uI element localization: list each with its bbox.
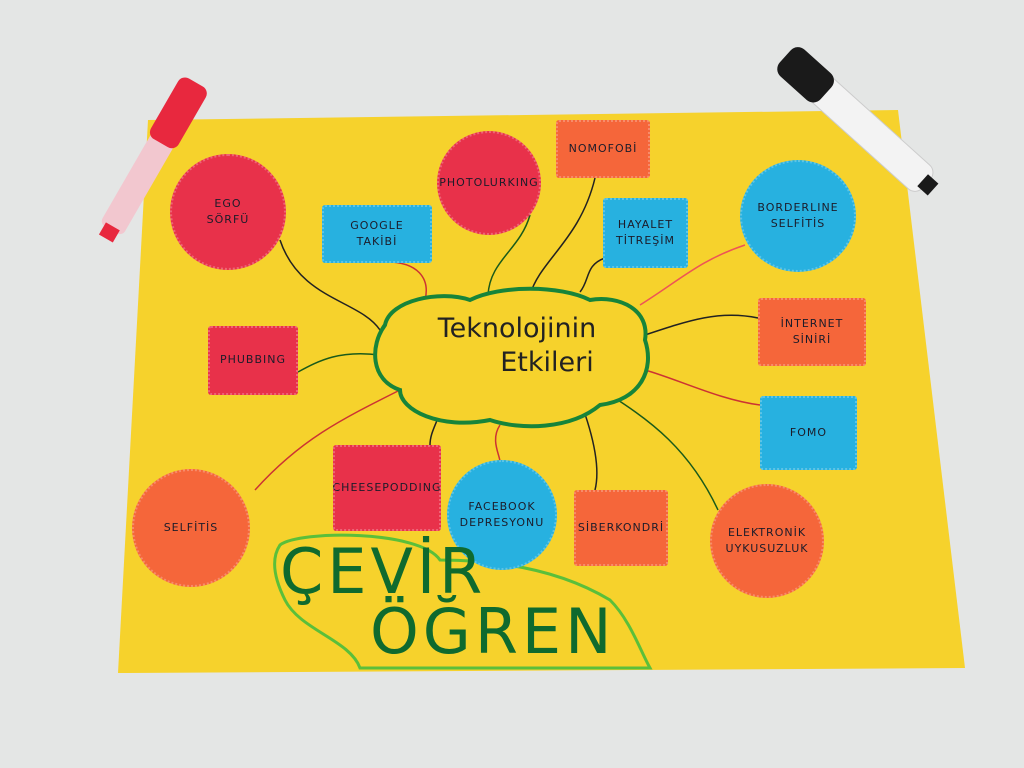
node-siberkondri: SİBERKONDRİ — [574, 490, 668, 566]
link-line — [279, 239, 381, 331]
node-fomo: FOMO — [760, 396, 857, 470]
node-facebook-depresyonu: FACEBOOK DEPRESYONU — [447, 460, 557, 570]
slogan-outline — [273, 533, 653, 670]
center-topic-line2: Etkileri — [500, 346, 594, 378]
node-cheesepodding: CHEESEPODDING — [333, 445, 441, 531]
link-line — [639, 244, 746, 306]
link-line — [644, 369, 761, 406]
link-line — [644, 314, 759, 336]
link-line — [254, 389, 401, 491]
node-internet-siniri: İNTERNET SİNİRİ — [758, 298, 866, 366]
node-hayalet-titresim: HAYALET TİTREŞİM — [603, 198, 688, 268]
slogan-ogren: ÖĞREN — [370, 595, 616, 668]
center-topic-line1: Teknolojinin — [437, 313, 597, 344]
center-cloud — [373, 286, 650, 429]
link-line — [609, 394, 719, 511]
node-google-takibi: GOOGLE TAKİBİ — [322, 205, 432, 263]
node-elektronik-uykusuzluk: ELEKTRONİK UYKUSUZLUK — [710, 484, 824, 598]
node-nomofobi: NOMOFOBİ — [556, 120, 650, 178]
red-marker — [98, 77, 207, 243]
link-line — [529, 177, 596, 296]
node-photolurking: PHOTOLURKING — [437, 131, 541, 235]
link-line — [579, 257, 606, 293]
node-ego-sorfu: EGO SÖRFÜ — [170, 154, 286, 270]
link-line — [297, 352, 381, 373]
node-borderline-selfitis: BORDERLINE SELFİTİS — [740, 160, 856, 272]
slogan-cevir: ÇEVİR — [280, 535, 487, 608]
black-marker — [777, 47, 939, 196]
node-selfitis: SELFİTİS — [132, 469, 250, 587]
node-phubbing: PHUBBING — [208, 326, 298, 395]
link-line — [487, 214, 531, 296]
